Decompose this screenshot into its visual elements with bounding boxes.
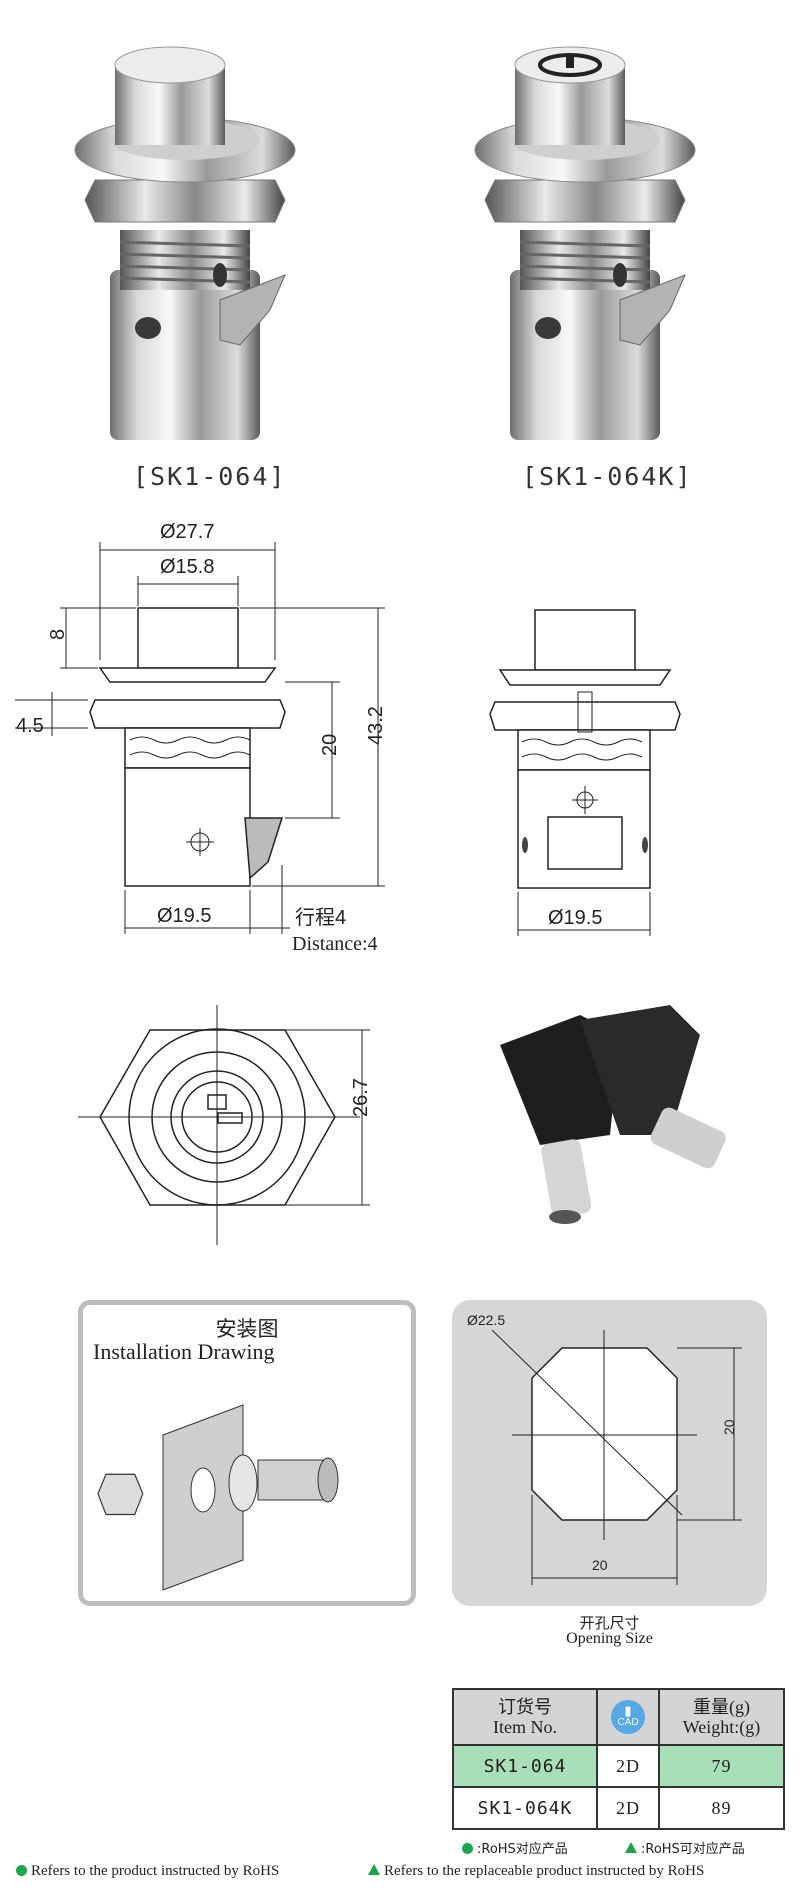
green-triangle-icon [625,1842,637,1853]
legend-en-rohs: Refers to the product instructed by RoHS [16,1863,279,1880]
latch-outline [244,817,284,880]
spec-table-header: 订货号 Item No. ▮ CAD 重量(g) Weight:(g) [452,1688,785,1746]
cad-file-icon: ▮ CAD [611,1700,645,1734]
header-item-en: Item No. [493,1717,557,1737]
dim-43-2: 43.2 [365,706,387,745]
dim-20: 20 [319,734,341,756]
header-weight: 重量(g) Weight:(g) [658,1688,785,1746]
keys-photo [500,1005,726,1224]
caption-sk1-064: [SK1-064] [133,462,287,491]
dim-stroke-cn: 行程4 [295,906,346,929]
cad-label: CAD [617,1717,639,1728]
thread-outline [124,727,251,769]
body-outline [124,767,251,887]
flange-outline [98,667,277,683]
legend-replace-en: Refers to the replaceable product instru… [384,1863,705,1879]
item-cell: SK1-064K [452,1786,598,1830]
dim-opening-width: 20 [592,1557,608,1573]
caption-sk1-064k: [SK1-064K] [522,462,693,491]
table-row: SK1-064 2D 79 [452,1744,785,1788]
installation-title-cn: 安装图 [215,1317,279,1341]
opening-size-drawing: Ø22.5 20 20 [467,1312,742,1585]
green-triangle-icon [368,1864,380,1875]
top-view-drawing: 26.7 [78,1005,372,1245]
dimension-drawing-front: Ø27.7 Ø15.8 8 4.5 20 43.2 Ø19.5 行程4 Dist… [15,521,387,955]
header-item-cn: 订货号 [498,1697,552,1717]
legend-rohs-cn: :RoHS对应产品 [477,1842,568,1857]
weight-cell: 79 [658,1744,785,1788]
installation-title-en: Installation Drawing [93,1339,275,1364]
dim-opening-diameter: Ø22.5 [467,1312,505,1328]
plunger-outline [137,607,239,669]
legend-replace-cn: :RoHS可对应产品 [641,1842,745,1857]
dimension-drawing-keyed: Ø19.5 [489,609,681,936]
installation-illustration [97,1404,339,1591]
hex-nut-outline [89,699,286,729]
header-weight-cn: 重量(g) [693,1697,750,1717]
header-weight-en: Weight:(g) [682,1717,761,1737]
legend-rohs-en: Refers to the product instructed by RoHS [31,1863,280,1879]
dim-26-7: 26.7 [350,1078,372,1117]
dim-8: 8 [47,629,69,640]
opening-size-panel: Ø22.5 20 20 [452,1300,767,1606]
table-row: SK1-064K 2D 89 [452,1786,785,1830]
weight-cell: 89 [658,1786,785,1830]
dim-stroke-en: Distance:4 [292,933,378,955]
legend-cn-rohs: :RoHS对应产品 [462,1838,568,1857]
dim-inner-diameter: Ø15.8 [160,556,214,578]
dim-opening-height: 20 [721,1419,737,1435]
opening-title-en: Opening Size [566,1630,653,1647]
product-photo-sk1-064 [74,46,296,440]
dim-4-5: 4.5 [16,715,44,737]
product-photo-sk1-064k [474,46,696,440]
green-dot-icon [16,1865,27,1876]
dim-outer-diameter: Ø27.7 [160,521,214,543]
spec-table: 订货号 Item No. ▮ CAD 重量(g) Weight:(g) SK1-… [452,1688,785,1830]
header-cad: ▮ CAD [596,1688,660,1746]
legend-cn-replace: :RoHS可对应产品 [625,1838,745,1857]
green-dot-icon [462,1843,473,1854]
item-cell: SK1-064 [452,1744,598,1788]
dim-base-diameter-keyed: Ø19.5 [548,907,602,929]
header-item-no: 订货号 Item No. [452,1688,598,1746]
legend-en-replace: Refers to the replaceable product instru… [368,1863,704,1880]
opening-title-cn: 开孔尺寸 [579,1614,640,1632]
cad-cell: 2D [596,1744,660,1788]
cad-cell: 2D [596,1786,660,1830]
installation-panel: 安装图 Installation Drawing [78,1300,416,1606]
dim-base-diameter: Ø19.5 [157,905,211,927]
